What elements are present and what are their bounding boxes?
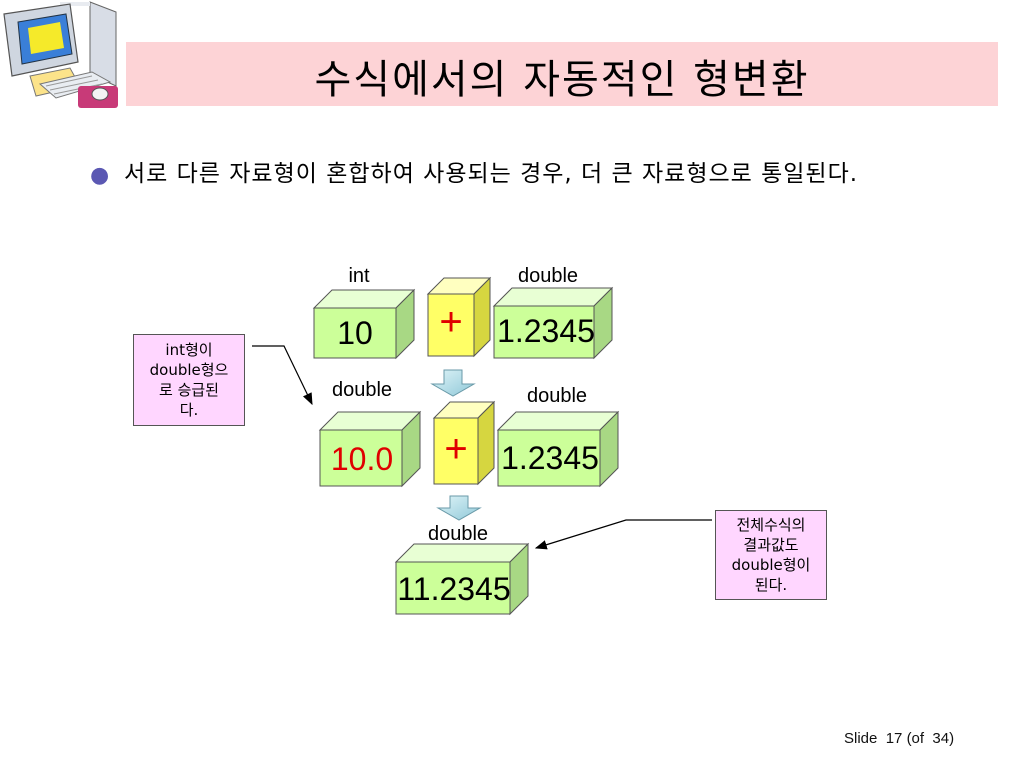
- type-label: double: [428, 523, 488, 545]
- bullet-point: ● 서로 다른 자료형이 혼합하여 사용되는 경우, 더 큰 자료형으로 통일된…: [84, 156, 984, 196]
- type-label: double: [518, 265, 578, 287]
- slide-of-label: (of: [906, 730, 925, 747]
- cube-value: 11.2345: [397, 571, 510, 607]
- slide-label: Slide: [844, 730, 878, 747]
- type-label: double: [332, 379, 392, 401]
- note-int-promoted: int형이 double형으 로 승급된 다.: [133, 334, 245, 426]
- note-line: int형이: [165, 341, 213, 359]
- cube-value: 10.0: [331, 441, 393, 477]
- cube-result-11-2345: 11.2345: [394, 542, 530, 616]
- down-arrow-icon: [430, 369, 476, 397]
- type-label: int: [348, 265, 370, 287]
- callout-arrow: [534, 519, 712, 550]
- slide-current: 17: [885, 730, 903, 747]
- note-line: 전체수식의: [736, 516, 806, 534]
- slide-title: 수식에서의 자동적인 형변환: [314, 57, 810, 103]
- cube-double-1-2345: 1.2345: [496, 410, 620, 488]
- note-line: 된다.: [754, 576, 788, 594]
- note-line: 다.: [179, 401, 199, 419]
- plus-operator: +: [444, 427, 467, 471]
- down-arrow-icon: [436, 495, 482, 521]
- slide-title-bar: 수식에서의 자동적인 형변환: [126, 42, 998, 106]
- bullet-text: 서로 다른 자료형이 혼합하여 사용되는 경우, 더 큰 자료형으로 통일된다.: [124, 161, 859, 187]
- plus-block: +: [432, 400, 496, 486]
- cube-value: 1.2345: [501, 440, 599, 476]
- callout-arrow: [252, 345, 313, 406]
- type-label: double: [527, 385, 587, 407]
- plus-block: +: [426, 276, 492, 358]
- note-line: double형으: [149, 361, 229, 379]
- note-line: 로 승급된: [159, 381, 219, 399]
- note-line: double형이: [731, 556, 811, 574]
- cube-double-1-2345: 1.2345: [492, 286, 614, 360]
- note-line: 결과값도: [743, 536, 799, 554]
- cube-value: 10: [337, 315, 373, 351]
- note-result-double: 전체수식의 결과값도 double형이 된다.: [715, 510, 827, 600]
- slide-total: 34): [932, 730, 955, 747]
- bullet-dot-icon: ●: [90, 163, 110, 188]
- slide-number: Slide 17 (of 34): [844, 730, 954, 747]
- cube-double-10-0: 10.0: [318, 410, 422, 488]
- plus-operator: +: [439, 300, 462, 344]
- cube-int-10: 10: [312, 288, 416, 360]
- computer-clipart-icon: [3, 1, 118, 108]
- cube-value: 1.2345: [497, 313, 595, 349]
